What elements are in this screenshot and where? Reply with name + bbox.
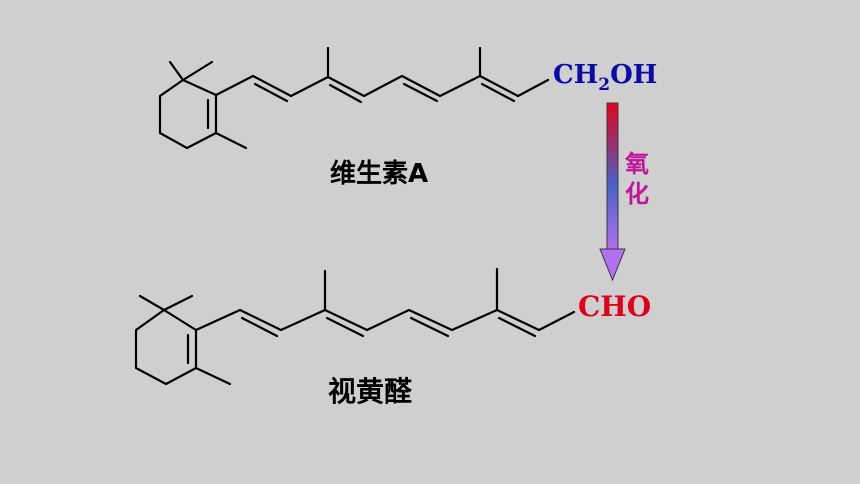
retinal-structure: [134, 267, 576, 386]
methyl-bond: [194, 366, 232, 386]
arrow-shaft: [606, 102, 619, 250]
retinal-end-group: CHO: [578, 290, 651, 323]
chain-double-bond: [409, 316, 450, 338]
oxidation-arrow: [599, 102, 626, 282]
methyl-bond: [214, 131, 248, 150]
polyene-chain: [214, 74, 550, 98]
chain-double-bond: [325, 316, 365, 338]
polyene-chain: [194, 308, 576, 332]
oxidation-label-char2: 化: [625, 180, 649, 208]
chain-double-bond: [253, 82, 289, 103]
chain-double-bond: [480, 82, 516, 103]
chain-double-bond: [328, 83, 363, 104]
retinal-name: 视黄醛: [328, 375, 413, 408]
retinol-name: 维生素A: [330, 158, 428, 189]
methyl-bond: [168, 60, 185, 82]
chain-double-bond: [402, 82, 439, 103]
methyl-bond: [138, 294, 166, 312]
retinol-structure: [158, 46, 550, 150]
methyl-bond: [162, 294, 194, 312]
chain-double-bond: [497, 316, 537, 338]
oxidation-label-char1: 氧: [625, 150, 649, 178]
methyl-bond: [181, 60, 214, 82]
retinol-end-group: CH2OH: [553, 60, 657, 95]
chain-double-bond: [240, 316, 279, 338]
arrow-head: [599, 248, 626, 282]
